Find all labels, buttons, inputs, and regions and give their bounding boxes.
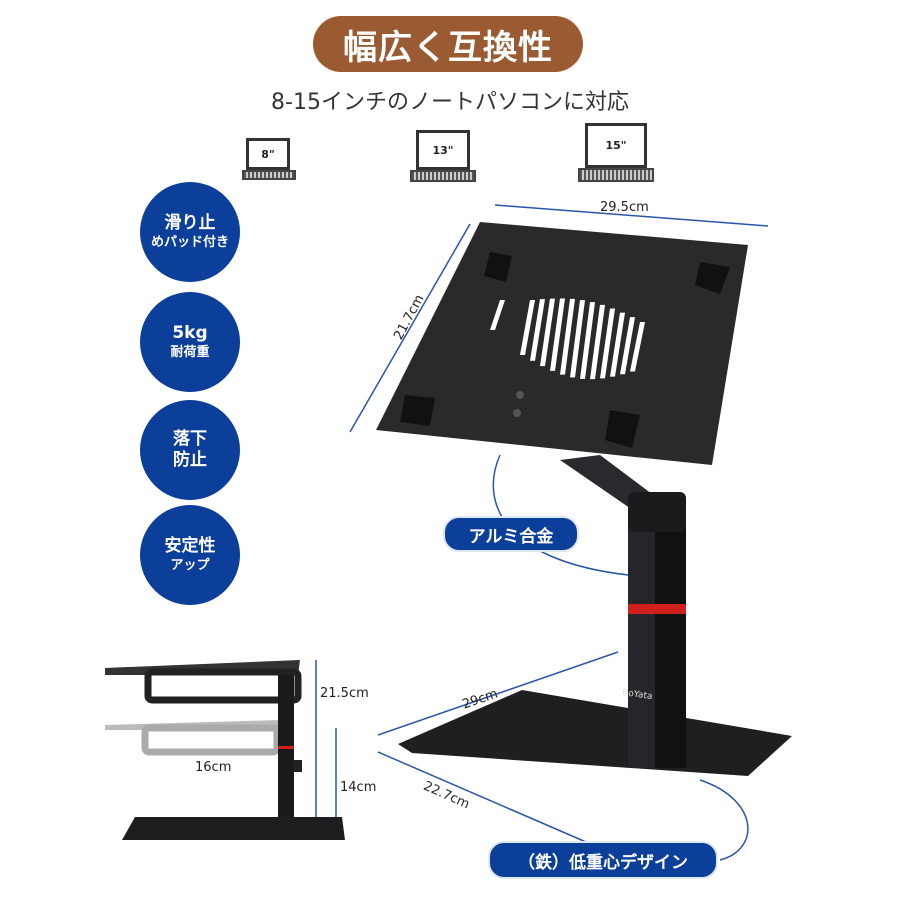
subtitle: 8-15インチのノートパソコンに対応 xyxy=(271,90,629,115)
vent-slot xyxy=(620,317,635,375)
label-aluminum: アルミ合金 xyxy=(443,516,579,552)
dim-min-height: 14cm xyxy=(340,780,377,795)
label-iron-base: （鉄）低重心デザイン xyxy=(488,841,718,879)
vent-slot xyxy=(580,302,595,379)
stand-base xyxy=(398,690,792,776)
vent-slot xyxy=(560,298,575,375)
vent-slots xyxy=(490,300,505,330)
laptop-size-label: 15" xyxy=(585,123,647,168)
vent-slot xyxy=(550,298,565,371)
feature-badge-stability: 安定性アップ xyxy=(140,505,240,605)
vent-slot xyxy=(520,300,535,355)
vent-slot xyxy=(570,300,585,378)
laptop-size-label: 8" xyxy=(246,138,290,170)
feature-badge-fall-prevention: 落下防止 xyxy=(140,400,240,500)
dim-tray-width: 29.5cm xyxy=(600,200,649,215)
red-ring xyxy=(628,604,686,614)
vent-slot xyxy=(630,322,645,372)
feature-line1: 5kg xyxy=(172,323,208,344)
feature-badge-antislip: 滑り止めパッド付き xyxy=(140,182,240,282)
vent-slot xyxy=(590,304,605,380)
vent-slot xyxy=(540,298,555,367)
feature-line1: 落下 xyxy=(173,428,207,449)
title-banner: 幅広く互換性 xyxy=(313,16,583,72)
dim-arm-reach: 16cm xyxy=(195,760,232,775)
laptop-size-label: 13" xyxy=(416,130,470,170)
stand-tray xyxy=(376,222,748,465)
vent-slot xyxy=(600,308,615,379)
feature-line2: めパッド付き xyxy=(150,234,229,250)
vent-slot xyxy=(610,312,625,377)
feature-line1: 滑り止 xyxy=(164,213,216,234)
vent-slot xyxy=(530,299,545,361)
dim-max-height: 21.5cm xyxy=(320,686,369,701)
feature-line2: アップ xyxy=(170,557,210,573)
feature-line2: 耐荷重 xyxy=(170,344,210,360)
side-view xyxy=(105,660,345,840)
feature-line1: 安定性 xyxy=(164,536,216,557)
feature-line2: 防止 xyxy=(173,450,207,470)
